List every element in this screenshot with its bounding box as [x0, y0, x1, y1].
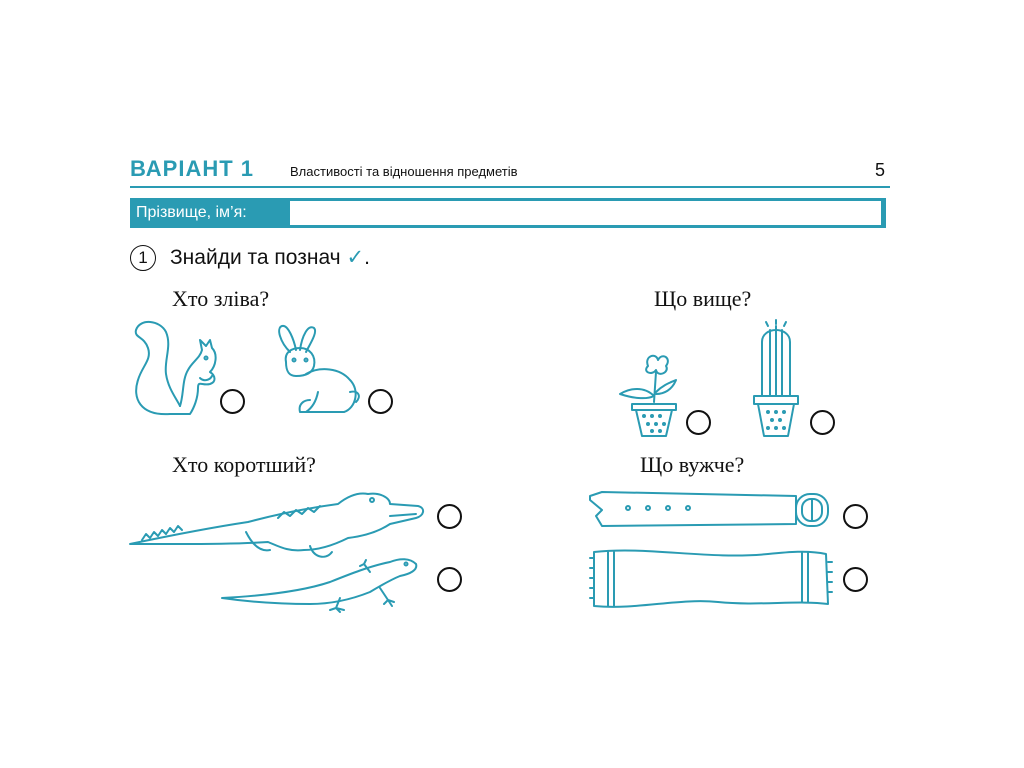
- answer-circle-crocodile[interactable]: [437, 504, 462, 529]
- topic-title: Властивості та відношення предметів: [290, 164, 518, 179]
- crocodile-icon: [129, 492, 424, 558]
- question-who-shorter: Хто коротший?: [172, 452, 316, 477]
- name-label: Прізвище, ім’я:: [136, 204, 247, 221]
- checkmark-icon: ✓: [346, 246, 365, 269]
- header-divider: [130, 186, 890, 188]
- question-what-taller: Що вище?: [654, 286, 752, 311]
- variant-heading: ВАРІАНТ 1: [130, 156, 255, 181]
- page-number: 5: [875, 160, 886, 180]
- name-input[interactable]: [290, 201, 881, 225]
- task-title-text: Знайди та познач: [170, 246, 341, 269]
- belt-icon: [589, 491, 829, 527]
- question-what-narrower: Що вужче?: [640, 452, 745, 477]
- answer-circle-lizard[interactable]: [437, 567, 462, 592]
- answer-circle-scarf[interactable]: [843, 567, 868, 592]
- question-who-left: Хто зліва?: [172, 286, 270, 311]
- answer-circle-squirrel[interactable]: [220, 389, 245, 414]
- answer-circle-cactus[interactable]: [810, 410, 835, 435]
- scarf-icon: [589, 549, 833, 608]
- task-title: Знайди та познач ✓.: [170, 245, 370, 270]
- task-number: 1: [130, 245, 156, 271]
- answer-circle-flower-pot[interactable]: [686, 410, 711, 435]
- answer-circle-rabbit[interactable]: [368, 389, 393, 414]
- flower-pot-icon: [619, 354, 677, 437]
- task-title-period: .: [364, 246, 370, 269]
- squirrel-icon: [134, 321, 217, 416]
- rabbit-icon: [278, 324, 360, 413]
- answer-circle-belt[interactable]: [843, 504, 868, 529]
- lizard-icon: [221, 558, 418, 613]
- cactus-pot-icon: [753, 319, 799, 437]
